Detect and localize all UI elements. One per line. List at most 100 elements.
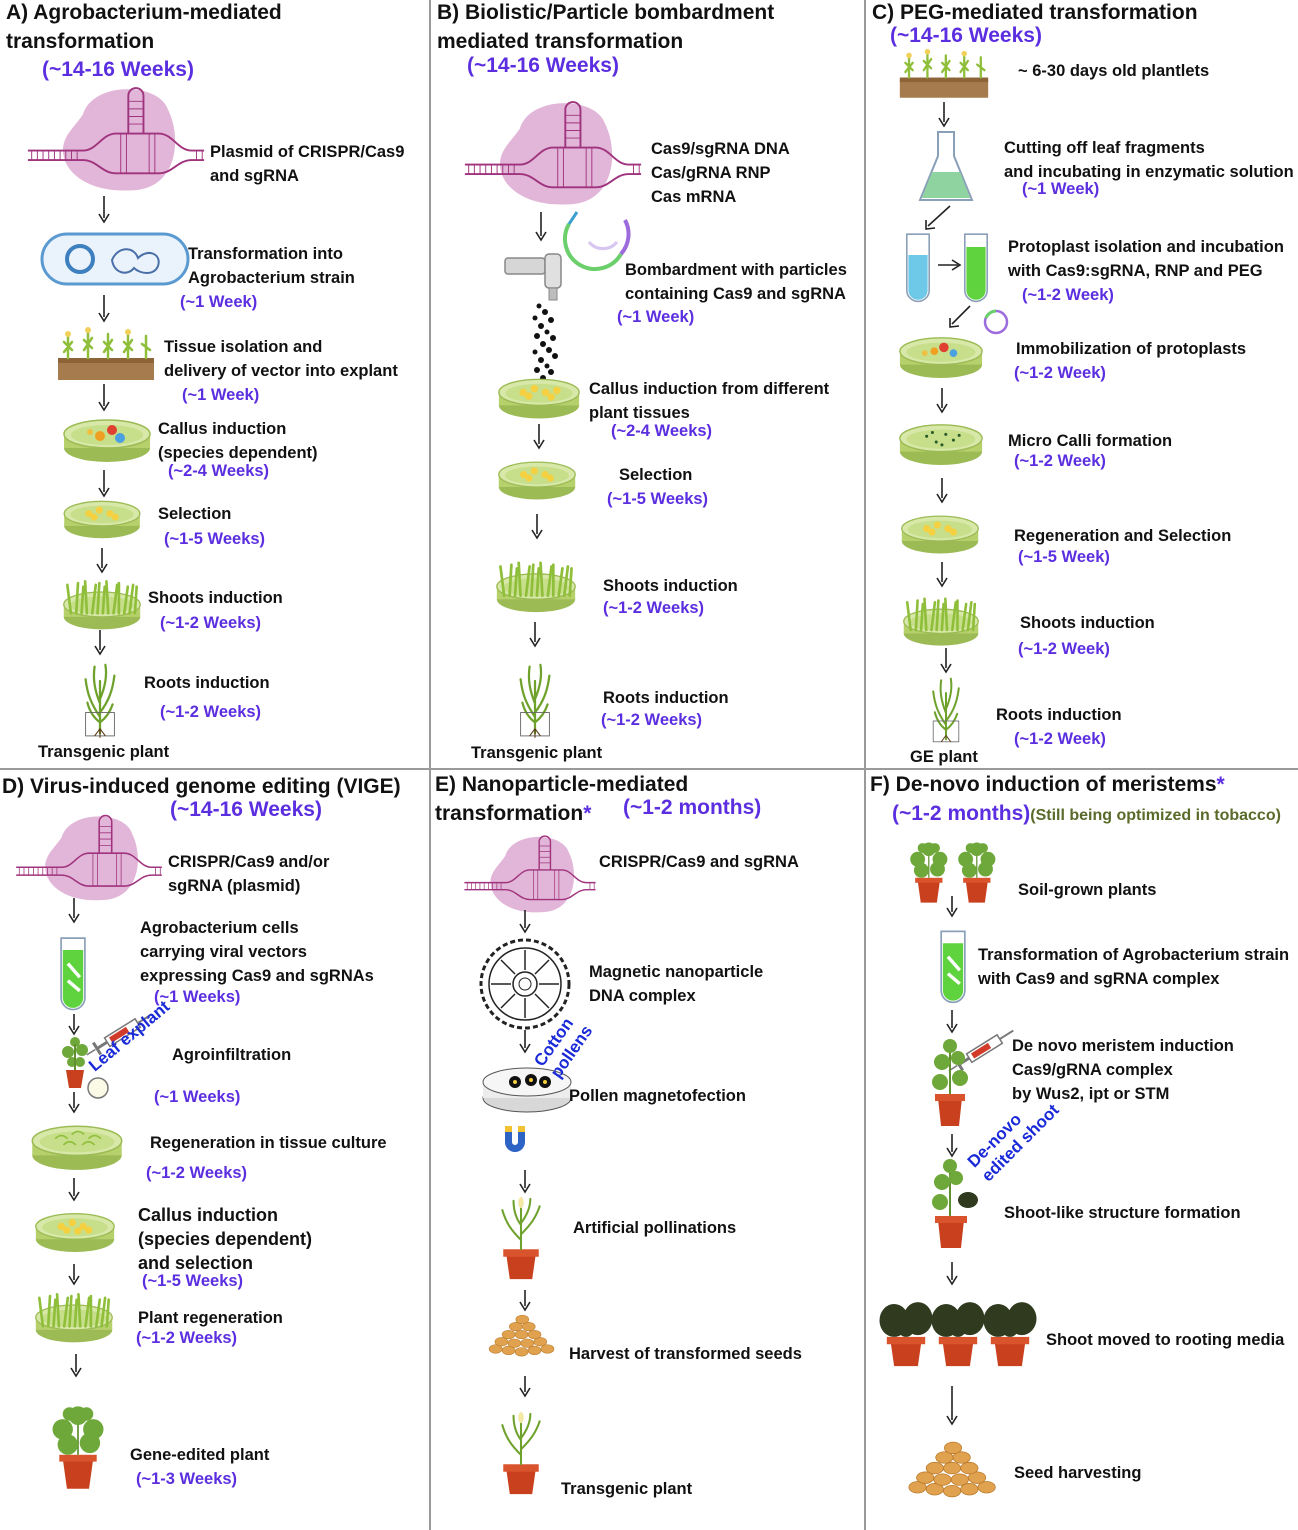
step-e-5-label: Harvest of transformed seeds: [569, 1345, 802, 1363]
step-c-5-time: (~1-2 Week): [1014, 452, 1106, 470]
step-a-3-time: (~1 Week): [182, 386, 260, 404]
panel-c-duration: (~14-16 Weeks): [890, 24, 1042, 47]
step-f-3-label: De novo meristem induction Cas9/gRNA com…: [1012, 1037, 1234, 1103]
potted-seedling-icon: [62, 1037, 88, 1088]
step-c-8-label: Roots induction: [996, 706, 1122, 724]
regeneration-dish-icon: [34, 1284, 114, 1342]
regeneration-dish-icon: [900, 510, 980, 556]
arrow-icon: [68, 1264, 80, 1286]
tissue-culture-dish-icon: [30, 1120, 124, 1172]
step-d-4-label: Regeneration in tissue culture: [150, 1134, 387, 1152]
step-e-2-label: Magnetic nanoparticle DNA complex: [589, 963, 764, 1005]
rooted-plant-icon: [82, 656, 118, 738]
step-b-6-label: Roots induction: [603, 689, 729, 707]
arrow-icon: [519, 1290, 531, 1312]
step-b-4-label: Selection: [619, 466, 693, 484]
magnetic-nanoparticle-icon: [479, 938, 571, 1030]
arrow-icon: [96, 548, 108, 574]
step-b-4-time: (~1-5 Weeks): [607, 490, 709, 508]
agro-tube-icon: [56, 934, 90, 1012]
step-d-7-time: (~1-3 Weeks): [136, 1470, 238, 1488]
step-a-4-label: Callus induction(species dependent): [158, 420, 318, 462]
panel-d-duration: (~14-16 Weeks): [170, 798, 322, 821]
step-c-6-time: (~1-5 Week): [1018, 548, 1110, 566]
divider-vertical-2: [864, 0, 866, 1530]
step-a-6-label: Shoots induction: [148, 589, 283, 607]
arrow-icon: [68, 1092, 80, 1114]
panel-f-duration: (~1-2 months)(Still being optimized in t…: [892, 802, 1281, 825]
arrow-icon: [946, 1386, 958, 1426]
arrow-icon: [519, 1376, 531, 1398]
step-e-4-label: Artificial pollinations: [573, 1219, 737, 1237]
arrow-icon: [946, 896, 958, 918]
protoplast-dish-icon: [898, 330, 984, 382]
panel-b-duration: (~14-16 Weeks): [467, 54, 619, 77]
micro-calli-dish-icon: [898, 418, 984, 468]
gene-gun-icon: [504, 253, 562, 301]
step-b-5-label: Shoots induction: [603, 577, 738, 595]
shoots-dish-icon: [902, 588, 980, 646]
seeds-icon: [906, 1438, 1002, 1502]
plasmid-ring-icon: [983, 309, 1009, 335]
arrow-icon: [533, 424, 545, 450]
step-a-5-label: Selection: [158, 505, 232, 523]
step-c-1-label: ~ 6-30 days old plantlets: [1018, 62, 1210, 80]
arrow-icon: [519, 1170, 531, 1194]
plasmid-icon: [26, 86, 206, 200]
selection-dish-icon: [497, 456, 577, 502]
step-e-3-label: Pollen magnetofection: [569, 1087, 746, 1105]
callus-dish-icon: [34, 1208, 116, 1254]
arrow-icon: [68, 1178, 80, 1202]
shoots-dish-icon: [62, 570, 142, 630]
arrow-icon: [946, 1010, 958, 1034]
panel-f: F) De-novo induction of meristems* (~1-2…: [866, 770, 1298, 1530]
rooted-plant-icon: [517, 656, 553, 738]
arrow-icon: [68, 1014, 80, 1036]
edited-shoot-plant-icon: [932, 1159, 978, 1248]
arrow-icon: [519, 1030, 531, 1054]
step-f-6-label: Seed harvesting: [1014, 1464, 1142, 1482]
arrow-icon: [68, 898, 80, 924]
panel-a-duration: (~14-16 Weeks): [42, 58, 194, 81]
step-f-1-label: Soil-grown plants: [1018, 881, 1157, 899]
plasmid-icon: [463, 834, 597, 920]
panel-b-caption: Transgenic plant: [471, 744, 603, 762]
step-a-5-time: (~1-5 Weeks): [164, 530, 266, 548]
step-c-7-time: (~1-2 Week): [1018, 640, 1110, 658]
step-d-5-label: Callus induction(species dependent)and s…: [138, 1205, 313, 1273]
arrow-icon: [946, 1262, 958, 1286]
transgenic-plant-icon: [493, 1402, 549, 1506]
step-f-5-label: Shoot moved to rooting media: [1046, 1331, 1285, 1349]
panel-b: B) Biolistic/Particle bombardment mediat…: [431, 0, 864, 768]
seedling-tray-icon: [898, 44, 990, 100]
step-c-4-label: Immobilization of protoplasts: [1016, 340, 1247, 358]
callus-dish-icon: [62, 414, 152, 464]
divider-vertical-1: [429, 0, 431, 1530]
panel-e-duration: (~1-2 months): [623, 796, 762, 819]
panel-c-title: C) PEG-mediated transformation: [872, 1, 1198, 24]
arrow-icon: [936, 478, 948, 504]
step-e-1-label: CRISPR/Cas9 and sgRNA: [599, 853, 799, 871]
callus-dish-icon: [497, 372, 581, 422]
arrow-icon: [940, 648, 952, 674]
step-c-5-label: Micro Calli formation: [1008, 432, 1173, 450]
rooting-plants-icon: [879, 1302, 1037, 1367]
plasmid-icon: [14, 814, 164, 908]
seedling-tray-icon: [56, 322, 156, 382]
step-d-5-time: (~1-5 Weeks): [142, 1272, 244, 1290]
leaf-disc-icon: [87, 1077, 109, 1099]
arrow-icon: [949, 305, 971, 328]
potted-plant-icon: [493, 1194, 549, 1284]
injected-plant-icon: [932, 1039, 968, 1126]
panel-d: D) Virus-induced genome editing (VIGE) (…: [0, 770, 429, 1530]
arrow-icon: [98, 384, 110, 412]
